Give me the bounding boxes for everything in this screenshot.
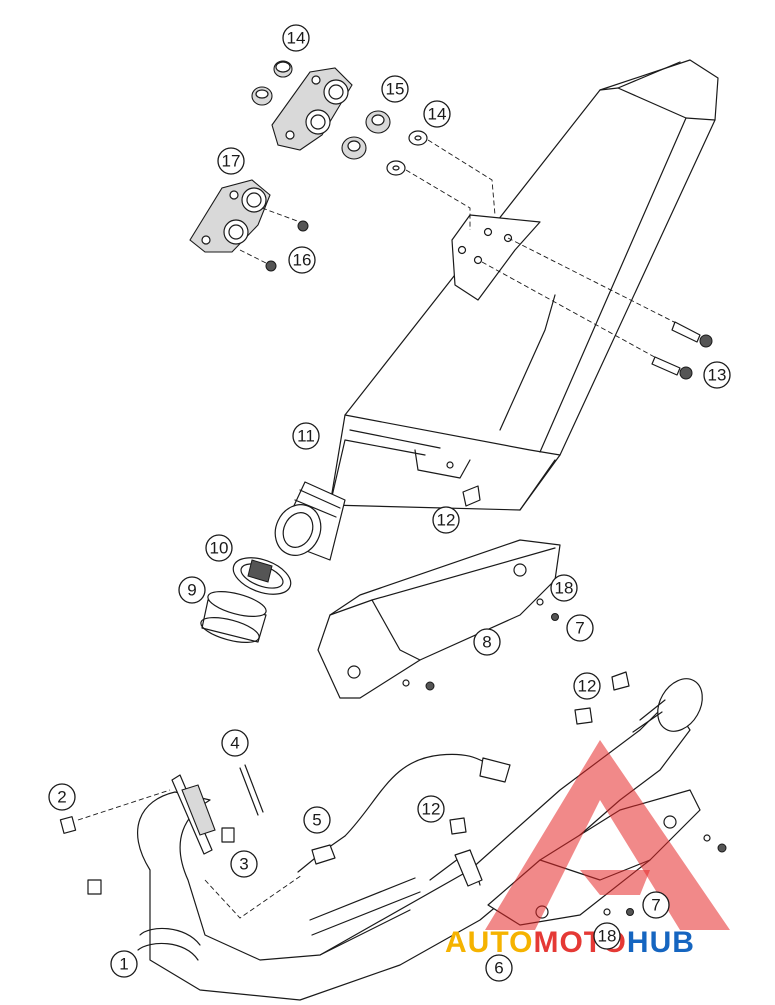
callout-14-right: 14 <box>423 100 451 128</box>
callout-14-top: 14 <box>282 24 310 52</box>
callout-12-lower: 12 <box>417 795 445 823</box>
callout-12-right: 12 <box>573 672 601 700</box>
clamp-and-gasket <box>200 557 292 643</box>
svg-text:2: 2 <box>57 788 66 807</box>
svg-text:6: 6 <box>494 959 503 978</box>
mounting-bolts <box>481 237 713 380</box>
svg-text:15: 15 <box>386 80 405 99</box>
callout-18-lower: 18 <box>593 922 621 950</box>
callout-17: 17 <box>217 147 245 175</box>
callout-6: 6 <box>485 954 513 982</box>
svg-text:1: 1 <box>119 955 128 974</box>
heat-shield-upper <box>317 485 561 699</box>
svg-text:17: 17 <box>222 152 241 171</box>
header-pipe <box>59 671 703 1001</box>
svg-text:AUTOMOTOHUB: AUTOMOTOHUB <box>445 926 695 959</box>
svg-text:7: 7 <box>575 619 584 638</box>
callout-7-upper: 7 <box>566 614 594 642</box>
callout-11: 11 <box>292 422 320 450</box>
svg-text:12: 12 <box>437 511 456 530</box>
callout-18-upper: 18 <box>550 574 578 602</box>
callout-12-upper: 12 <box>432 506 460 534</box>
svg-text:12: 12 <box>578 677 597 696</box>
svg-text:11: 11 <box>297 427 315 446</box>
callout-1: 1 <box>110 950 138 978</box>
callout-8: 8 <box>473 628 501 656</box>
callout-5: 5 <box>303 806 331 834</box>
callout-3: 3 <box>230 850 258 878</box>
callout-10: 10 <box>205 534 233 562</box>
callout-16: 16 <box>288 246 316 274</box>
svg-text:14: 14 <box>428 105 447 124</box>
svg-text:12: 12 <box>422 800 441 819</box>
callout-13: 13 <box>703 361 731 389</box>
callout-15: 15 <box>381 75 409 103</box>
svg-text:18: 18 <box>555 579 574 598</box>
svg-text:7: 7 <box>651 896 660 915</box>
svg-text:18: 18 <box>598 927 617 946</box>
callout-4: 4 <box>221 729 249 757</box>
svg-text:9: 9 <box>187 581 196 600</box>
watermark-hub: HUB <box>627 926 695 959</box>
svg-text:4: 4 <box>230 734 239 753</box>
svg-text:10: 10 <box>210 539 229 558</box>
svg-text:16: 16 <box>293 251 312 270</box>
svg-text:14: 14 <box>287 29 306 48</box>
watermark-auto: AUTO <box>445 926 533 959</box>
svg-text:8: 8 <box>482 633 491 652</box>
callout-7-lower: 7 <box>642 891 670 919</box>
callout-9: 9 <box>178 576 206 604</box>
svg-text:3: 3 <box>239 855 248 874</box>
callout-2: 2 <box>48 783 76 811</box>
muffler <box>274 59 719 561</box>
svg-text:5: 5 <box>312 811 321 830</box>
rear-bracket-assembly <box>189 60 496 272</box>
svg-text:13: 13 <box>708 366 727 385</box>
callouts: 14 15 14 17 16 13 11 12 <box>48 24 731 982</box>
